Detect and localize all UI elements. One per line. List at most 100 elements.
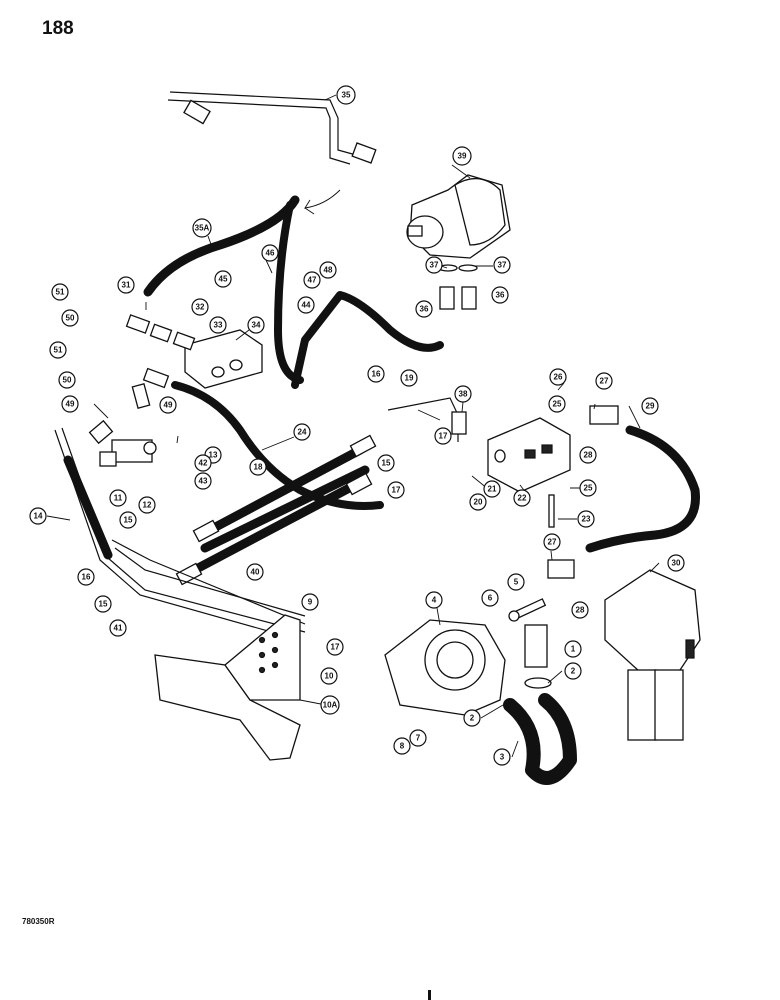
callout-4: 4 [425,591,443,609]
callout-35: 35 [336,85,356,105]
svg-text:45: 45 [219,275,228,284]
callout-7: 7 [409,729,427,747]
tee-fitting-11 [88,383,157,467]
callout-10a: 10A [320,695,340,715]
callout-36-right: 36 [491,286,509,304]
washer-6 [508,610,520,622]
svg-text:9: 9 [308,598,313,607]
callout-27-upper: 27 [595,372,613,390]
callout-39: 39 [452,146,472,166]
svg-text:14: 14 [34,512,43,521]
callout-41: 41 [109,619,127,637]
svg-text:19: 19 [405,374,414,383]
callout-49-right: 49 [159,396,177,414]
svg-text:4: 4 [432,596,437,605]
callout-25-upper: 25 [548,395,566,413]
callout-14: 14 [29,507,47,525]
svg-text:15: 15 [124,516,133,525]
svg-text:44: 44 [302,301,311,310]
svg-text:50: 50 [63,376,72,385]
callout-21: 21 [483,480,501,498]
callout-38: 38 [454,385,472,403]
callout-15-bottom: 15 [94,595,112,613]
svg-text:25: 25 [584,484,593,493]
callout-51-top: 51 [51,283,69,301]
svg-text:36: 36 [420,305,429,314]
callout-31: 31 [117,276,135,294]
callout-24: 24 [293,423,311,441]
callout-18: 18 [249,458,267,476]
svg-text:16: 16 [82,573,91,582]
bracket-9 [154,614,301,761]
callout-23: 23 [577,510,595,528]
svg-text:51: 51 [54,346,63,355]
callout-2-left: 2 [463,709,481,727]
leader-lines [46,94,660,758]
svg-text:27: 27 [600,377,609,386]
svg-text:27: 27 [548,538,557,547]
callout-33: 33 [209,316,227,334]
svg-text:35A: 35A [195,224,210,233]
hose-3 [503,693,577,785]
svg-text:49: 49 [164,401,173,410]
tube-35 [167,91,377,165]
svg-text:29: 29 [646,402,655,411]
svg-text:1: 1 [571,645,576,654]
bolt-5 [514,598,547,619]
callout-37-left: 37 [425,256,443,274]
callout-37-right: 37 [493,256,511,274]
callout-40: 40 [246,563,264,581]
svg-text:40: 40 [251,568,260,577]
callout-32: 32 [191,298,209,316]
callout-49-left: 49 [61,395,79,413]
svg-text:10A: 10A [323,701,338,710]
bottom-mark [428,990,431,1000]
svg-text:15: 15 [382,459,391,468]
svg-text:17: 17 [439,432,448,441]
callout-3: 3 [493,748,511,766]
svg-text:10: 10 [325,672,334,681]
callout-34: 34 [247,316,265,334]
svg-text:3: 3 [500,753,505,762]
svg-text:28: 28 [584,451,593,460]
valve-block-34 [184,329,263,389]
svg-text:6: 6 [488,594,493,603]
svg-text:15: 15 [99,600,108,609]
svg-text:41: 41 [114,624,123,633]
fitting-1 [524,624,548,668]
callout-1: 1 [564,640,582,658]
callout-2-right: 2 [564,662,582,680]
callout-43: 43 [194,472,212,490]
callout-42: 42 [194,454,212,472]
elbow-27b [547,559,575,579]
svg-text:2: 2 [470,714,475,723]
callout-15-left: 15 [119,511,137,529]
callout-8: 8 [393,737,411,755]
callout-27-lower: 27 [543,533,561,551]
hose-44 [274,201,304,384]
svg-text:17: 17 [392,486,401,495]
callout-25-lower: 25 [579,479,597,497]
svg-text:12: 12 [143,501,152,510]
bolt-23 [548,494,555,528]
svg-text:25: 25 [553,400,562,409]
svg-text:13: 13 [209,451,218,460]
svg-text:28: 28 [576,606,585,615]
svg-text:26: 26 [554,373,563,382]
svg-text:43: 43 [199,477,208,486]
svg-text:39: 39 [458,152,467,161]
pump-39 [406,174,511,259]
callout-26: 26 [549,368,567,386]
callout-44: 44 [297,296,315,314]
svg-text:50: 50 [66,314,75,323]
callout-47: 47 [303,271,321,289]
svg-text:48: 48 [324,266,333,275]
svg-text:20: 20 [474,498,483,507]
fittings-36-37 [438,264,478,310]
svg-text:17: 17 [331,643,340,652]
svg-text:5: 5 [514,578,519,587]
callout-6: 6 [481,589,499,607]
svg-text:22: 22 [518,494,527,503]
svg-text:36: 36 [496,291,505,300]
